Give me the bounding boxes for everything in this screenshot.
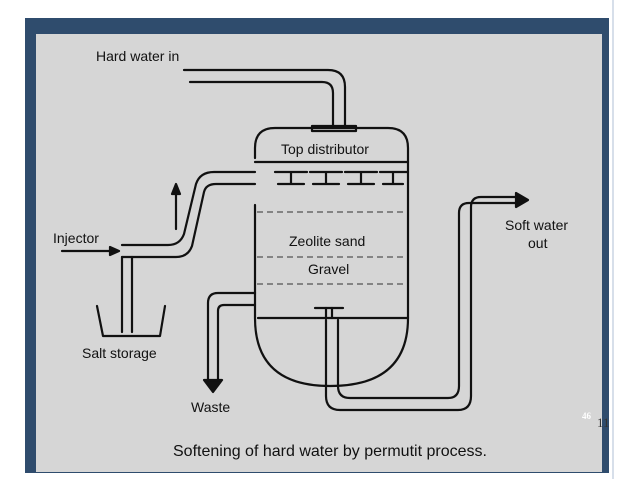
label-soft-water: Soft water bbox=[505, 217, 568, 233]
label-soft-water-out: out bbox=[528, 235, 548, 251]
hard-water-inlet-pipe bbox=[182, 68, 347, 128]
waste-pipe bbox=[206, 291, 257, 382]
injector-pipe bbox=[120, 170, 257, 247]
soft-water-outlet-pipe bbox=[324, 195, 524, 412]
softener-tank bbox=[253, 126, 410, 388]
diagram-background bbox=[36, 34, 602, 472]
page-number: 11 bbox=[597, 415, 610, 430]
label-zeolite-sand: Zeolite sand bbox=[289, 233, 365, 249]
salt-storage-vessel bbox=[95, 304, 167, 338]
label-hard-water-in: Hard water in bbox=[96, 48, 179, 64]
label-top-distributor: Top distributor bbox=[281, 141, 369, 157]
label-salt-storage: Salt storage bbox=[82, 345, 157, 361]
label-waste: Waste bbox=[191, 399, 230, 415]
label-gravel: Gravel bbox=[308, 261, 349, 277]
label-injector: Injector bbox=[53, 230, 99, 246]
diagram-caption: Softening of hard water by permutit proc… bbox=[173, 443, 487, 460]
slide-number: 46 bbox=[582, 411, 591, 421]
slide-edge-strip bbox=[612, 0, 638, 479]
